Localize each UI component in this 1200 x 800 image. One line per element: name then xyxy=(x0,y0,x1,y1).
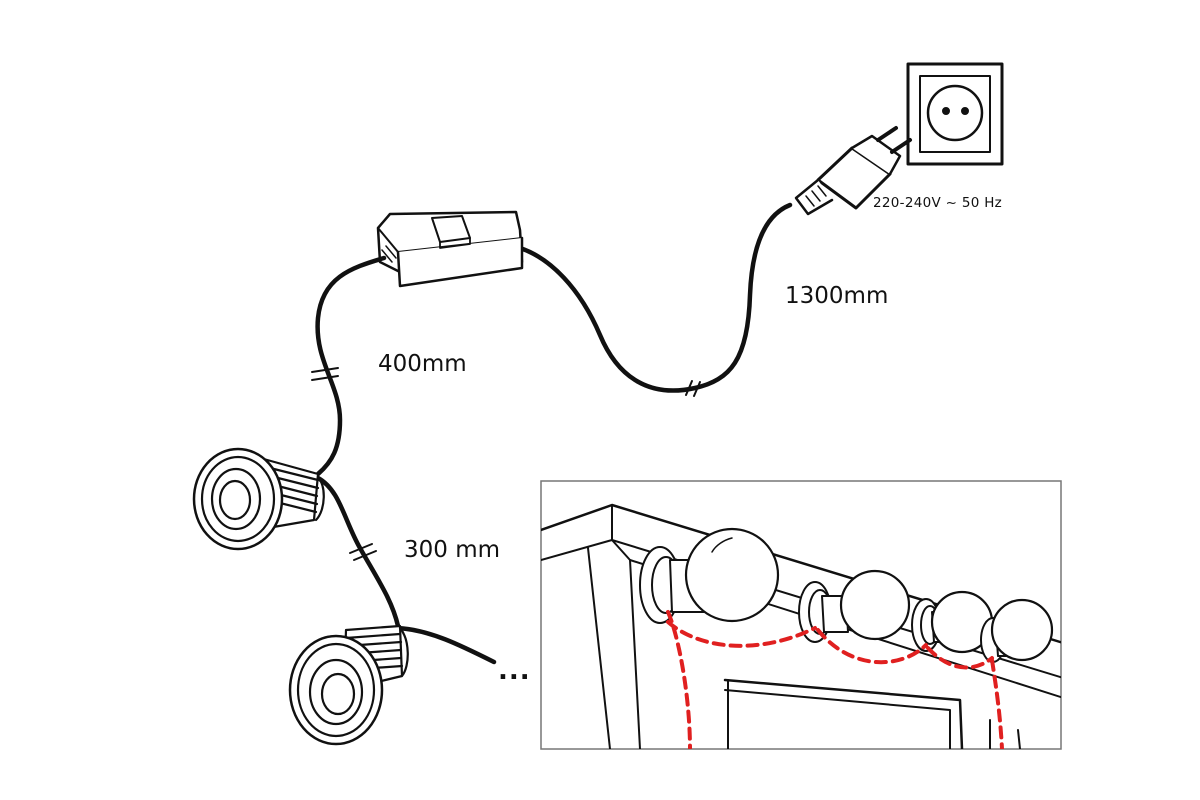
e27-lamp-holder-icon xyxy=(192,447,325,551)
globe-bulb-icon xyxy=(639,527,780,624)
inline-switch-icon xyxy=(376,210,524,288)
euro-plug-icon xyxy=(794,126,912,216)
e27-lamp-holder-icon xyxy=(288,624,409,746)
main-cable xyxy=(517,202,793,393)
socket-spacing-label: 300 mm xyxy=(404,537,501,563)
globe-bulb-icon xyxy=(911,590,994,654)
continuation-dots: ... xyxy=(498,656,531,686)
switch-cable-length-label: 400mm xyxy=(378,351,467,377)
mirror-inset xyxy=(540,480,1062,750)
voltage-label: 220-240V ~ 50 Hz xyxy=(873,195,1003,211)
wall-socket-icon xyxy=(906,62,1004,166)
cable-400 xyxy=(315,255,387,477)
dashed-wiring xyxy=(666,610,1004,749)
main-cable-length-label: 1300mm xyxy=(785,283,889,309)
cable-300 xyxy=(315,475,401,629)
globe-bulb-icon xyxy=(798,569,911,643)
globe-bulb-icon xyxy=(980,598,1054,663)
cable-continue xyxy=(395,625,497,665)
